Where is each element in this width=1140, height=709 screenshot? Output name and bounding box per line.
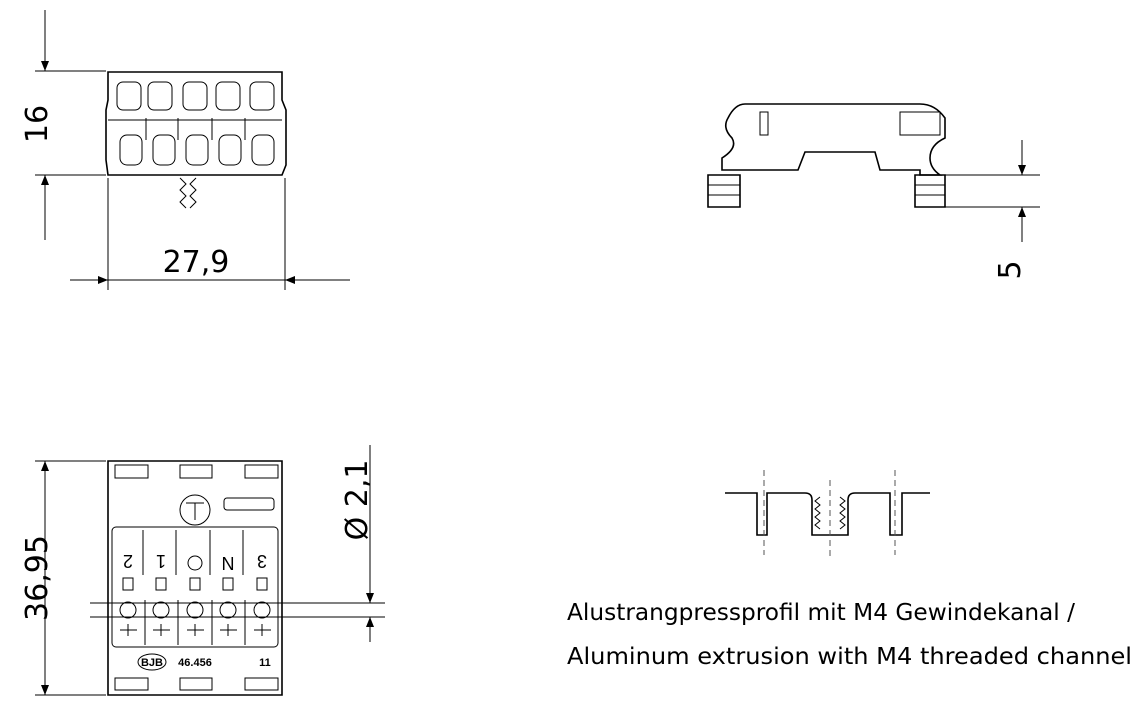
caption-english: Aluminum extrusion with M4 threaded chan…: [567, 644, 1132, 670]
part-number: 46.456: [178, 657, 212, 669]
caption-german: Alustrangpressprofil mit M4 Gewindekanal…: [567, 600, 1075, 626]
terminal-label-3: 3: [257, 551, 267, 571]
extrusion-channel-profile: [725, 470, 930, 560]
side-view-profile: [707, 103, 946, 208]
terminal-label-n: N: [222, 554, 235, 574]
terminal-label-2: 2: [123, 551, 133, 571]
dim-5-label: 5: [993, 260, 1028, 279]
dimension-rail-height: 5: [945, 140, 1040, 280]
dimension-diameter: Ø 2,1: [90, 445, 385, 642]
dim-16-label: 16: [20, 105, 55, 143]
brand-logo: BJB: [141, 657, 163, 669]
dimension-height-bottom: 36,95: [20, 460, 106, 696]
dim-diameter-label: Ø 2,1: [340, 460, 375, 541]
dim-36-95-label: 36,95: [20, 535, 55, 621]
dimension-width-top: 27,9: [70, 245, 350, 284]
front-view-connector: 2 1 N 3 BJB 46.456 11: [107, 460, 283, 696]
dim-27-9-label: 27,9: [163, 245, 230, 280]
dimension-height-top: 16: [20, 10, 106, 240]
rating-mark: 11: [259, 657, 271, 669]
top-view-connector: [105, 71, 287, 290]
terminal-label-1: 1: [156, 551, 166, 571]
